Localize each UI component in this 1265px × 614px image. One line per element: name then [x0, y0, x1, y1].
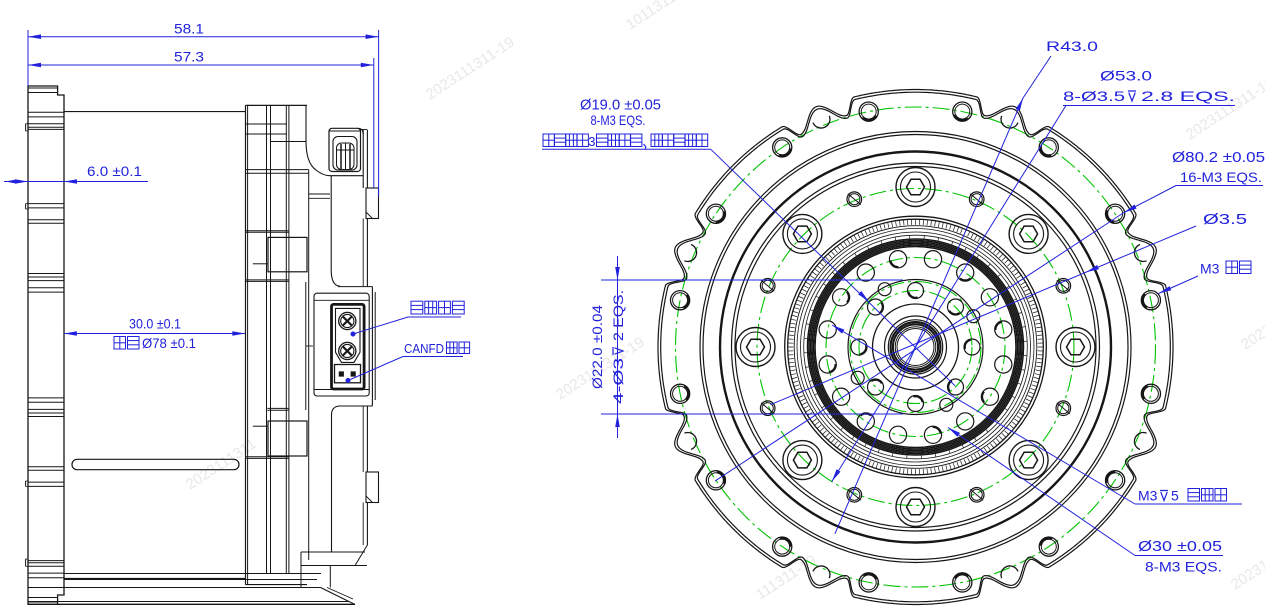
svg-text:CANFD: CANFD	[404, 341, 444, 356]
svg-text:6.0 ±0.1: 6.0 ±0.1	[87, 163, 142, 179]
svg-text:8-Ø3.5: 8-Ø3.5	[1063, 88, 1125, 104]
svg-text:R43.0: R43.0	[1046, 38, 1098, 54]
svg-text:Ø80.2 ±0.05: Ø80.2 ±0.05	[1172, 149, 1265, 166]
svg-text:Ø78 ±0.1: Ø78 ±0.1	[142, 335, 196, 351]
svg-text:M3: M3	[1138, 488, 1158, 504]
svg-text:8-M3 EQS.: 8-M3 EQS.	[591, 112, 646, 128]
svg-text:4-Ø3: 4-Ø3	[611, 358, 626, 404]
svg-text:16-M3 EQS.: 16-M3 EQS.	[1180, 169, 1262, 185]
svg-text:Ø22.0 ±0.04: Ø22.0 ±0.04	[589, 305, 605, 389]
svg-text:8-M3 EQS.: 8-M3 EQS.	[1145, 559, 1222, 575]
svg-text:2 EQS.: 2 EQS.	[611, 290, 626, 341]
svg-text:5: 5	[1171, 488, 1179, 504]
svg-text:Ø53.0: Ø53.0	[1100, 68, 1152, 84]
svg-text:2.8 EQS.: 2.8 EQS.	[1141, 88, 1235, 104]
svg-text:30.0 ±0.1: 30.0 ±0.1	[129, 317, 181, 332]
svg-text:Ø30 ±0.05: Ø30 ±0.05	[1138, 538, 1222, 555]
svg-text:3: 3	[588, 134, 595, 149]
svg-text:Ø3.5: Ø3.5	[1203, 211, 1247, 228]
svg-text:Ø19.0 ±0.05: Ø19.0 ±0.05	[580, 97, 661, 114]
svg-text:57.3: 57.3	[174, 49, 204, 65]
svg-text:M3: M3	[1200, 261, 1220, 277]
svg-text:58.1: 58.1	[174, 21, 204, 37]
